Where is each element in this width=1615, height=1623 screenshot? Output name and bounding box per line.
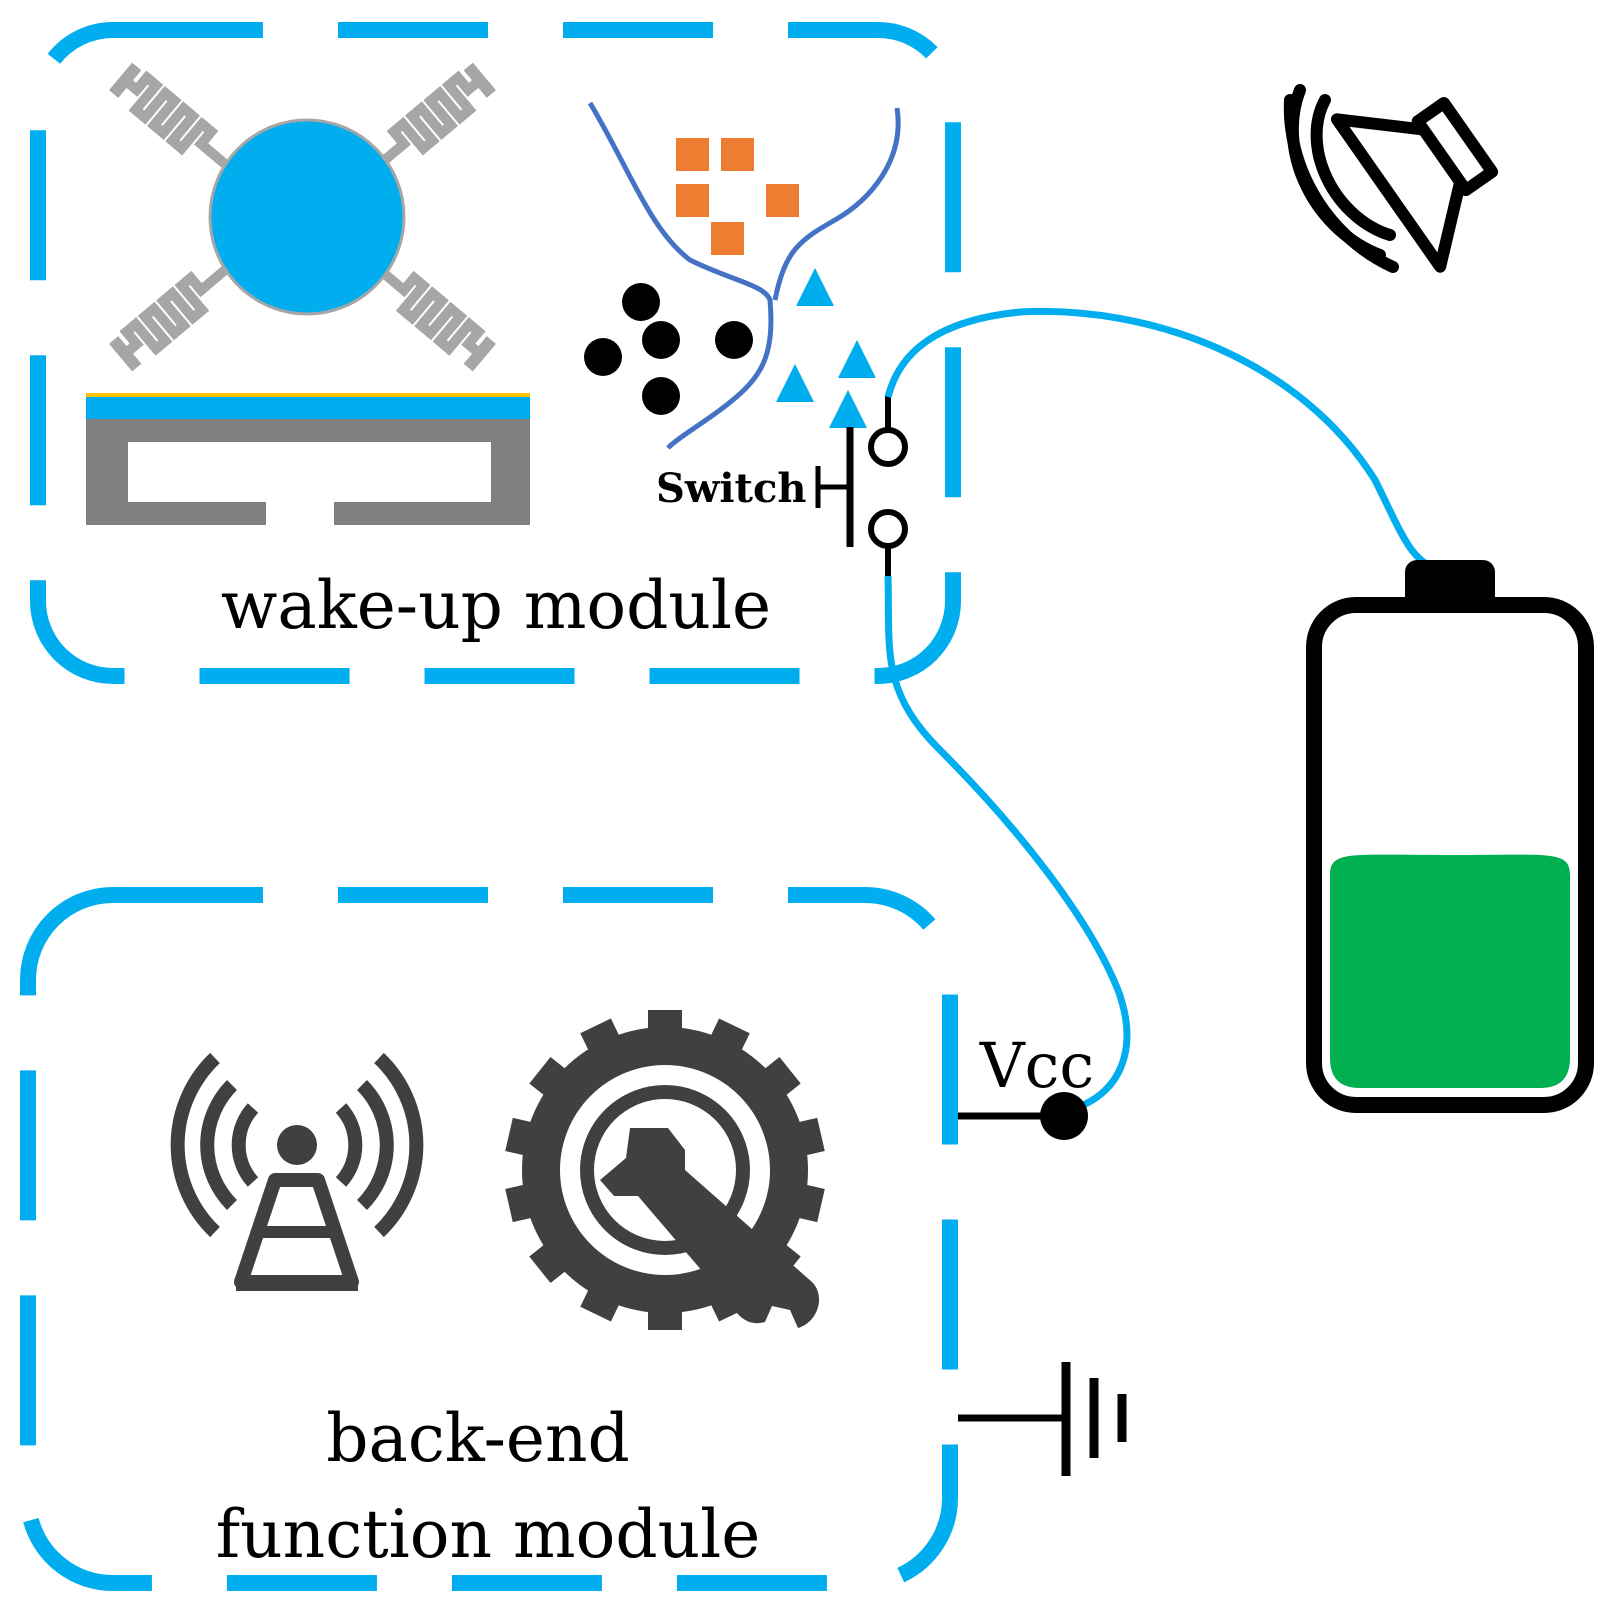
back-end-label-line1: back-end bbox=[326, 1400, 630, 1477]
vcc-node bbox=[1040, 1092, 1088, 1140]
battery-fill-level bbox=[1330, 854, 1570, 1088]
ground-icon bbox=[958, 1362, 1127, 1476]
spring-top-left bbox=[109, 62, 229, 168]
spring-bottom-left bbox=[109, 266, 229, 372]
switch-label: Switch bbox=[656, 465, 806, 512]
sensor-cross-section bbox=[86, 393, 530, 525]
back-end-module-border bbox=[20, 887, 958, 1591]
particle-trigger-icon bbox=[584, 101, 901, 450]
spring-top-right bbox=[376, 62, 496, 168]
switch-icon bbox=[815, 395, 908, 576]
top-membrane bbox=[86, 397, 530, 419]
proof-mass bbox=[208, 118, 406, 316]
wake-up-module-label: wake-up module bbox=[221, 567, 771, 644]
fiber-left bbox=[587, 101, 774, 450]
fiber-right bbox=[772, 107, 901, 301]
vcc-label: Vcc bbox=[979, 1029, 1094, 1102]
gear-wrench-icon bbox=[505, 1010, 825, 1330]
spring-bottom-right bbox=[376, 266, 496, 372]
accelerometer-icon bbox=[109, 62, 496, 372]
speaker-icon bbox=[1283, 84, 1499, 273]
wiring: Vcc bbox=[884, 307, 1437, 1476]
battery-terminal bbox=[1405, 560, 1495, 608]
antenna-tower-icon bbox=[170, 1052, 424, 1291]
wake-up-module: Switch wake-up module bbox=[30, 22, 961, 684]
wire-switch-to-vcc bbox=[884, 575, 1131, 1114]
gold-layer bbox=[86, 393, 530, 397]
wire-switch-to-battery bbox=[884, 307, 1437, 572]
battery-icon bbox=[1306, 560, 1594, 1113]
wake-up-module-border bbox=[30, 22, 961, 684]
back-end-label-line2: function module bbox=[216, 1496, 761, 1573]
back-end-module: back-end function module bbox=[20, 887, 958, 1591]
